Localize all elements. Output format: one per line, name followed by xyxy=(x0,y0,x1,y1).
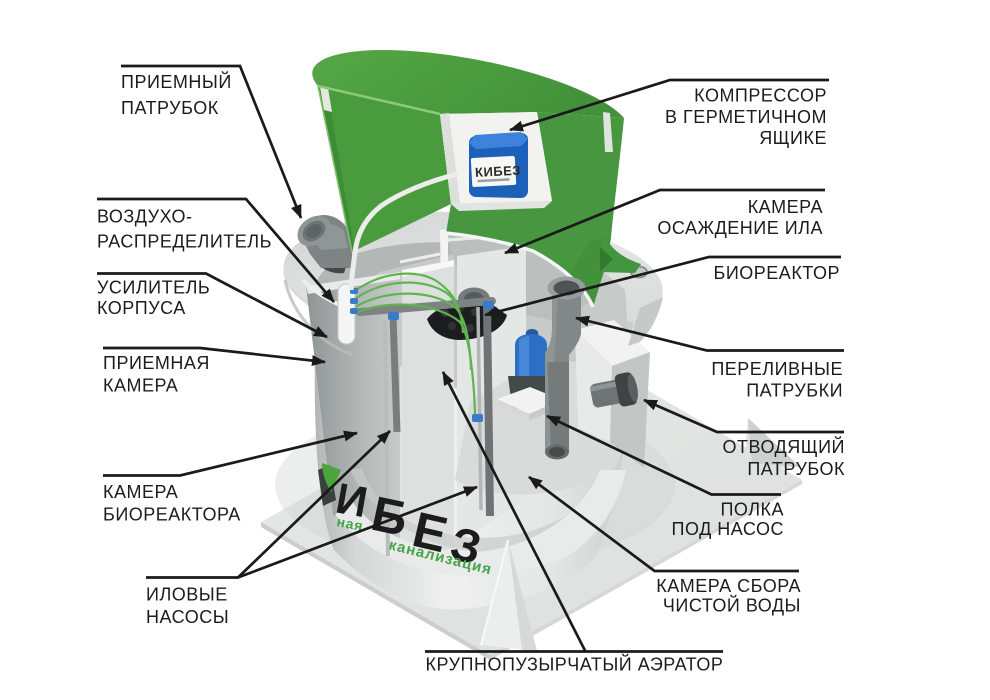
svg-text:БИОРЕАКТОР: БИОРЕАКТОР xyxy=(714,263,840,283)
svg-text:КАМЕРА: КАМЕРА xyxy=(103,482,178,502)
svg-text:КАМЕРА СБОРА: КАМЕРА СБОРА xyxy=(656,576,801,596)
svg-text:ОТВОДЯЩИЙ: ОТВОДЯЩИЙ xyxy=(723,436,845,457)
svg-text:ПОД НАСОС: ПОД НАСОС xyxy=(672,519,784,539)
svg-text:РАСПРЕДЕЛИТЕЛЬ: РАСПРЕДЕЛИТЕЛЬ xyxy=(97,232,272,252)
svg-text:ная: ная xyxy=(335,513,364,534)
svg-text:ВОЗДУХО-: ВОЗДУХО- xyxy=(97,206,193,226)
svg-text:КРУПНОПУЗЫРЧАТЫЙ АЭРАТОР: КРУПНОПУЗЫРЧАТЫЙ АЭРАТОР xyxy=(426,654,724,675)
svg-text:КОМПРЕССОР: КОМПРЕССОР xyxy=(694,86,827,106)
svg-text:УСИЛИТЕЛЬ: УСИЛИТЕЛЬ xyxy=(97,278,210,298)
svg-text:ПЕРЕЛИВНЫЕ: ПЕРЕЛИВНЫЕ xyxy=(711,359,843,379)
svg-text:ЯЩИКЕ: ЯЩИКЕ xyxy=(759,128,827,148)
svg-text:ПОЛКА: ПОЛКА xyxy=(720,499,784,519)
svg-text:БИОРЕАКТОРА: БИОРЕАКТОРА xyxy=(103,504,241,524)
svg-text:КОРПУСА: КОРПУСА xyxy=(97,298,186,318)
svg-text:КИБЕЗ: КИБЕЗ xyxy=(475,163,522,180)
svg-text:ПАТРУБОК: ПАТРУБОК xyxy=(121,98,219,118)
svg-text:ИЛОВЫЕ: ИЛОВЫЕ xyxy=(146,585,228,605)
svg-text:КАМЕРА: КАМЕРА xyxy=(748,197,823,217)
svg-text:ПАТРУБОК: ПАТРУБОК xyxy=(747,459,845,479)
svg-text:В ГЕРМЕТИЧНОМ: В ГЕРМЕТИЧНОМ xyxy=(665,107,827,127)
svg-text:ПРИЕМНЫЙ: ПРИЕМНЫЙ xyxy=(121,71,232,92)
svg-text:ПАТРУБКИ: ПАТРУБКИ xyxy=(746,380,843,400)
svg-text:НАСОСЫ: НАСОСЫ xyxy=(146,607,229,627)
svg-text:ПРИЕМНАЯ: ПРИЕМНАЯ xyxy=(103,353,210,373)
svg-text:ОСАЖДЕНИЕ ИЛА: ОСАЖДЕНИЕ ИЛА xyxy=(657,218,823,238)
svg-text:КАМЕРА: КАМЕРА xyxy=(103,376,178,396)
svg-text:ЧИСТОЙ ВОДЫ: ЧИСТОЙ ВОДЫ xyxy=(663,594,801,615)
